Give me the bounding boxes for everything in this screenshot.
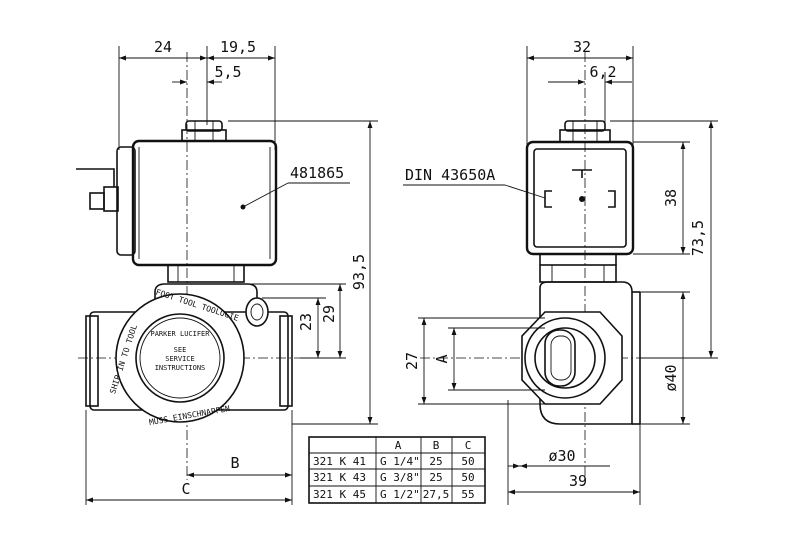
dim-side-dia40: ø40 xyxy=(640,291,690,425)
table-cell: 25 xyxy=(429,455,442,468)
table-cell: 321 K 43 xyxy=(313,471,366,484)
table-cell: 55 xyxy=(461,488,474,501)
side-valve-body xyxy=(521,281,641,425)
dim-lengths: B C xyxy=(85,410,293,505)
dim-B: B xyxy=(230,454,239,472)
dim-32: 32 xyxy=(573,38,591,56)
dimension-table: A B C 321 K 41 G 1/4" 25 50 321 K 43 G 3… xyxy=(308,436,486,504)
dim-93-5: 93,5 xyxy=(350,254,368,290)
table-header-b: B xyxy=(433,439,440,452)
table-header-c: C xyxy=(465,439,472,452)
dim-A: A xyxy=(433,354,451,363)
din-connector xyxy=(525,140,635,256)
dim-side-port: 27 A xyxy=(403,317,545,405)
dim-73-5: 73,5 xyxy=(689,220,707,256)
dim-dia-30: ø30 xyxy=(548,447,575,465)
table-cell: 25 xyxy=(429,471,442,484)
coil-terminal xyxy=(76,168,119,212)
label-plate-brand: PARKER LUCIFER xyxy=(150,330,210,338)
table-cell: 27,5 xyxy=(423,488,450,501)
coil-body xyxy=(116,139,278,267)
dim-27: 27 xyxy=(403,352,421,370)
dim-29: 29 xyxy=(320,305,338,323)
dim-side-heights: 38 73,5 xyxy=(610,120,718,359)
valve-label-plate: PARKER LUCIFER SEE SERVICE INSTRUCTIONS … xyxy=(108,288,245,427)
side-coil-nut xyxy=(559,120,611,143)
dim-side-bottom: ø30 39 xyxy=(507,400,641,505)
table-cell: 50 xyxy=(461,455,474,468)
dim-dia-40: ø40 xyxy=(662,364,680,391)
coil-nut xyxy=(181,120,227,142)
armature-hex xyxy=(167,264,245,283)
dim-C: C xyxy=(181,480,190,498)
table-cell: 321 K 41 xyxy=(313,455,366,468)
coil-part-callout: 481865 xyxy=(240,164,350,210)
dim-offset-5-5: 5,5 xyxy=(172,63,242,85)
dim-top-widths: 24 19,5 xyxy=(118,38,276,150)
side-armature-hex xyxy=(539,254,617,283)
dim-6-2: 6,2 xyxy=(589,63,616,81)
side-view: DIN 43650A 32 6,2 38 73,5 xyxy=(403,38,718,505)
coil-part-number: 481865 xyxy=(290,164,344,182)
dim-23: 23 xyxy=(297,313,315,331)
table-cell: G 3/8" xyxy=(380,471,420,484)
label-plate-see: SEE xyxy=(174,346,187,354)
connector-callout: DIN 43650A xyxy=(403,166,546,199)
dim-side-top: 32 6,2 xyxy=(526,38,634,145)
table-cell: 50 xyxy=(461,471,474,484)
dim-38: 38 xyxy=(662,189,680,207)
front-view: PARKER LUCIFER SEE SERVICE INSTRUCTIONS … xyxy=(76,38,378,505)
dim-39: 39 xyxy=(569,472,587,490)
label-plate-instructions: INSTRUCTIONS xyxy=(155,364,206,372)
table-cell: 321 K 45 xyxy=(313,488,366,501)
dim-5-5: 5,5 xyxy=(214,63,241,81)
table-cell: G 1/4" xyxy=(380,455,420,468)
label-plate-service: SERVICE xyxy=(165,355,195,363)
table-cell: G 1/2" xyxy=(380,488,420,501)
dim-port-heights: 29 23 xyxy=(250,283,346,359)
dim-19-5: 19,5 xyxy=(220,38,256,56)
din-standard-label: DIN 43650A xyxy=(405,166,495,184)
dim-24: 24 xyxy=(154,38,172,56)
table-header-a: A xyxy=(395,439,402,452)
dim-height-93-5: 93,5 xyxy=(228,120,378,425)
